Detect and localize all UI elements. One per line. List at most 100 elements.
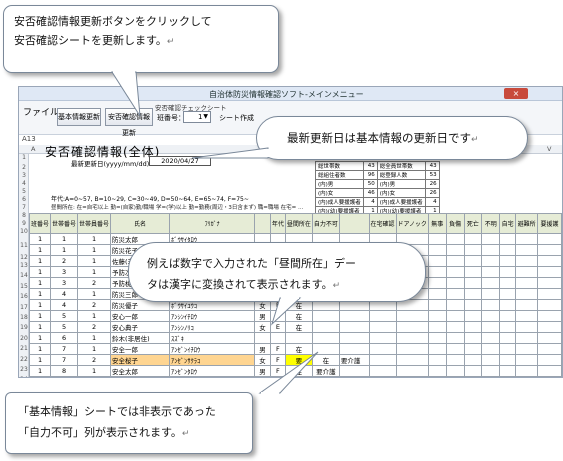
cell-mem[interactable]: 1 bbox=[77, 255, 112, 267]
cell-fam[interactable]: 7 bbox=[50, 354, 79, 366]
cell-mem[interactable]: 2 bbox=[77, 354, 112, 366]
cell-empty[interactable] bbox=[463, 321, 483, 333]
cell-empty[interactable] bbox=[463, 299, 483, 311]
cell-mem[interactable]: 1 bbox=[77, 310, 112, 322]
cell-mem[interactable]: 1 bbox=[77, 365, 112, 377]
cell-empty[interactable] bbox=[463, 365, 483, 377]
sheet-create-button[interactable]: シート作成 bbox=[219, 114, 254, 122]
cell-empty[interactable] bbox=[445, 266, 465, 278]
cell-kana[interactable]: ｱﾝｼﾝﾉﾘｺ bbox=[169, 321, 256, 333]
cell-empty[interactable] bbox=[515, 266, 539, 278]
cell-fam[interactable]: 4 bbox=[50, 299, 79, 311]
cell-sex[interactable]: 男 bbox=[254, 310, 271, 322]
cell-fam[interactable]: 2 bbox=[50, 255, 79, 267]
cell-fam[interactable]: 5 bbox=[50, 310, 79, 322]
cell-empty[interactable] bbox=[481, 343, 501, 355]
cell-sex[interactable] bbox=[254, 332, 271, 344]
cell-empty[interactable] bbox=[481, 277, 501, 289]
cell-fam[interactable]: 8 bbox=[50, 365, 79, 377]
cell-empty[interactable] bbox=[499, 244, 517, 256]
cell-mem[interactable]: 1 bbox=[77, 266, 112, 278]
cell-no[interactable]: 1 bbox=[28, 266, 52, 278]
cell-empty[interactable] bbox=[463, 332, 483, 344]
cell-empty[interactable] bbox=[537, 343, 562, 355]
cell-self[interactable] bbox=[311, 332, 340, 344]
cell-empty[interactable] bbox=[427, 266, 447, 278]
cell-empty[interactable] bbox=[499, 321, 517, 333]
cell-empty[interactable] bbox=[481, 365, 501, 377]
cell-empty[interactable] bbox=[427, 299, 447, 311]
cell-kana[interactable]: ｱﾝｼﾝｲﾁﾛｳ bbox=[169, 310, 256, 322]
cell-empty[interactable] bbox=[499, 255, 517, 267]
cell-empty[interactable] bbox=[515, 343, 539, 355]
cell-empty[interactable] bbox=[537, 255, 562, 267]
cell-empty[interactable] bbox=[481, 354, 501, 366]
cell-name[interactable]: 安全一郎 bbox=[110, 343, 171, 355]
cell-age[interactable] bbox=[269, 332, 286, 344]
cell-empty[interactable] bbox=[368, 310, 397, 322]
cell-empty[interactable] bbox=[537, 310, 562, 322]
cell-empty[interactable] bbox=[537, 354, 562, 366]
cell-mem[interactable]: 2 bbox=[77, 321, 112, 333]
cell-empty[interactable] bbox=[427, 365, 447, 377]
cell-empty[interactable] bbox=[445, 299, 465, 311]
cell-age[interactable]: F bbox=[269, 365, 286, 377]
cell-empty[interactable] bbox=[499, 299, 517, 311]
cell-empty[interactable] bbox=[481, 244, 501, 256]
cell-no[interactable]: 1 bbox=[28, 343, 52, 355]
cell-empty[interactable] bbox=[368, 332, 397, 344]
cell-empty[interactable] bbox=[481, 321, 501, 333]
cell-empty[interactable] bbox=[445, 321, 465, 333]
cell-empty[interactable] bbox=[481, 233, 501, 245]
cell-mem[interactable]: 1 bbox=[77, 244, 112, 256]
cell-sex[interactable]: 女 bbox=[254, 321, 271, 333]
cell-empty[interactable] bbox=[395, 321, 429, 333]
cell-extra[interactable] bbox=[338, 310, 370, 322]
cell-empty[interactable] bbox=[445, 343, 465, 355]
cell-empty[interactable] bbox=[499, 332, 517, 344]
cell-empty[interactable] bbox=[445, 332, 465, 344]
cell-name[interactable]: 安心一郎 bbox=[110, 310, 171, 322]
cell-empty[interactable] bbox=[499, 288, 517, 300]
cell-fam[interactable]: 6 bbox=[50, 332, 79, 344]
cell-no[interactable]: 1 bbox=[28, 299, 52, 311]
cell-fam[interactable]: 1 bbox=[50, 233, 79, 245]
cell-fam[interactable]: 5 bbox=[50, 321, 79, 333]
cell-empty[interactable] bbox=[463, 255, 483, 267]
cell-mem[interactable]: 1 bbox=[77, 288, 112, 300]
cell-empty[interactable] bbox=[537, 288, 562, 300]
cell-empty[interactable] bbox=[515, 299, 539, 311]
basic-info-update-button[interactable]: 基本情報更新 bbox=[57, 108, 101, 126]
cell-empty[interactable] bbox=[537, 365, 562, 377]
cell-empty[interactable] bbox=[499, 310, 517, 322]
cell-no[interactable]: 1 bbox=[28, 365, 52, 377]
update-date-value[interactable]: 2020/04/27 bbox=[149, 156, 211, 166]
cell-empty[interactable] bbox=[395, 343, 429, 355]
cell-no[interactable]: 1 bbox=[28, 277, 52, 289]
cell-self[interactable] bbox=[311, 321, 340, 333]
cell-empty[interactable] bbox=[445, 365, 465, 377]
cell-no[interactable]: 1 bbox=[28, 332, 52, 344]
cell-empty[interactable] bbox=[463, 354, 483, 366]
cell-name[interactable]: 安心典子 bbox=[110, 321, 171, 333]
cell-empty[interactable] bbox=[463, 266, 483, 278]
cell-extra[interactable] bbox=[338, 332, 370, 344]
cell-empty[interactable] bbox=[515, 310, 539, 322]
cell-empty[interactable] bbox=[515, 365, 539, 377]
close-button[interactable]: × bbox=[504, 88, 528, 99]
cell-self[interactable]: 要介護 bbox=[311, 365, 340, 377]
cell-empty[interactable] bbox=[537, 299, 562, 311]
cell-empty[interactable] bbox=[427, 310, 447, 322]
cell-empty[interactable] bbox=[463, 288, 483, 300]
cell-mem[interactable]: 1 bbox=[77, 343, 112, 355]
cell-mem[interactable]: 2 bbox=[77, 277, 112, 289]
cell-empty[interactable] bbox=[481, 332, 501, 344]
cell-empty[interactable] bbox=[515, 233, 539, 245]
cell-empty[interactable] bbox=[463, 343, 483, 355]
cell-extra[interactable] bbox=[338, 343, 370, 355]
cell-empty[interactable] bbox=[368, 321, 397, 333]
cell-empty[interactable] bbox=[427, 354, 447, 366]
cell-empty[interactable] bbox=[427, 244, 447, 256]
cell-mem[interactable]: 1 bbox=[77, 233, 112, 245]
